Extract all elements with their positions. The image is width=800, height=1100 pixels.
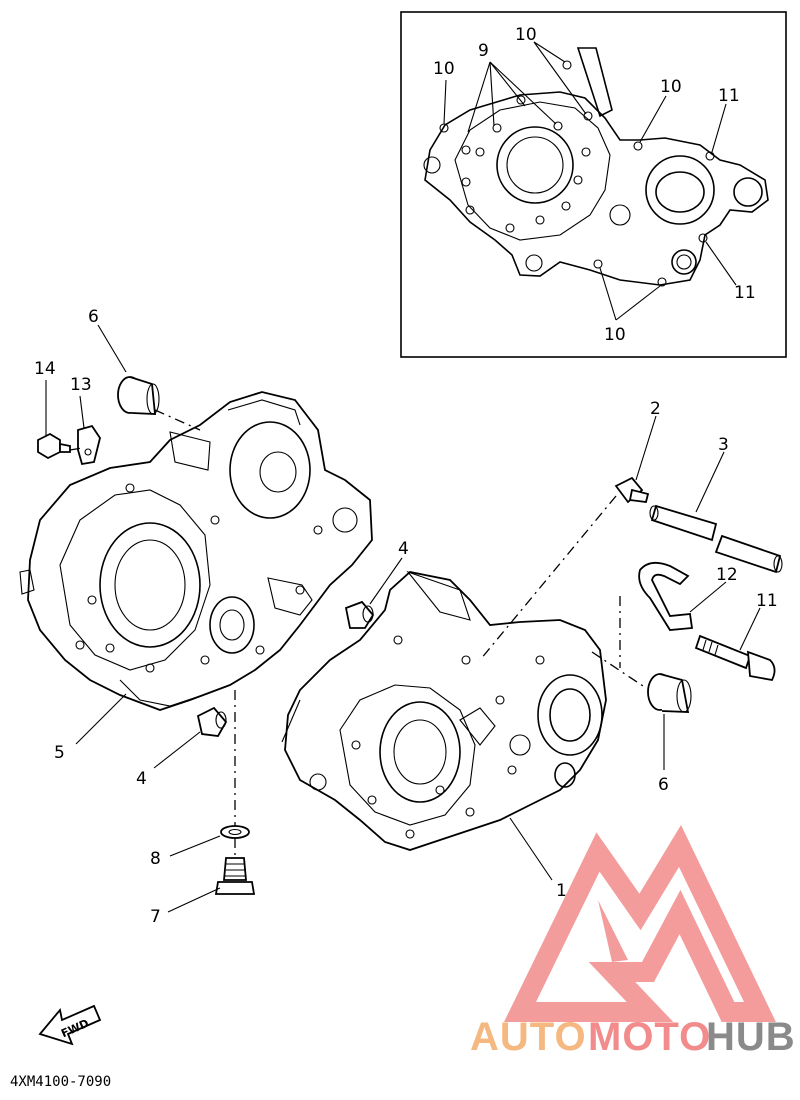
bracket-13 [77, 424, 101, 466]
watermark-logo [504, 825, 776, 1022]
callout-10-top: 10 [515, 25, 537, 45]
callout-5: 5 [54, 743, 65, 763]
callout-10-left: 10 [433, 59, 455, 79]
callout-3: 3 [718, 435, 729, 455]
watermark-wordmark: AUTO MOTO HUB [470, 1015, 796, 1059]
fwd-arrow-icon: FWD [38, 1004, 102, 1046]
drain-plug-7 [214, 857, 256, 895]
nut-14 [37, 432, 71, 460]
callout-11-top: 11 [718, 86, 740, 106]
left-crankcase [19, 391, 373, 711]
callout-10-right: 10 [660, 77, 682, 97]
callout-2: 2 [650, 399, 661, 419]
fitting-2 [614, 476, 650, 504]
callout-1: 1 [556, 881, 567, 901]
callout-4-lower: 4 [136, 769, 147, 789]
callout-10-bottom: 10 [604, 325, 626, 345]
watermark-moto: MOTO [588, 1015, 711, 1059]
leader-lines [45, 324, 761, 913]
dowel-4-lower [196, 706, 228, 737]
pipe-3 [649, 504, 783, 574]
callout-9: 9 [478, 41, 489, 61]
callout-12: 12 [716, 565, 738, 585]
watermark-auto: AUTO [470, 1015, 587, 1059]
dowel-4-upper [344, 600, 375, 629]
callout-7: 7 [150, 907, 161, 927]
watermark-hub: HUB [706, 1015, 796, 1059]
washer-8 [220, 825, 250, 839]
bearing-6-right [647, 673, 692, 713]
callout-6-right: 6 [658, 775, 669, 795]
clamp-12 [638, 561, 694, 631]
callout-11-bottom: 11 [734, 283, 756, 303]
right-crankcase [281, 570, 607, 851]
callout-8: 8 [150, 849, 161, 869]
callout-14: 14 [34, 359, 56, 379]
callout-6-left: 6 [88, 307, 99, 327]
callout-4-upper: 4 [398, 539, 409, 559]
drawing-code: 4XM4100-7090 [10, 1074, 111, 1090]
bolt-11 [694, 634, 776, 682]
inset-panel: 9 10 10 10 11 11 10 [400, 11, 787, 358]
callout-11: 11 [756, 591, 778, 611]
assembly-lines [69, 409, 647, 856]
callout-13: 13 [70, 375, 92, 395]
bearing-6-left [117, 376, 160, 415]
